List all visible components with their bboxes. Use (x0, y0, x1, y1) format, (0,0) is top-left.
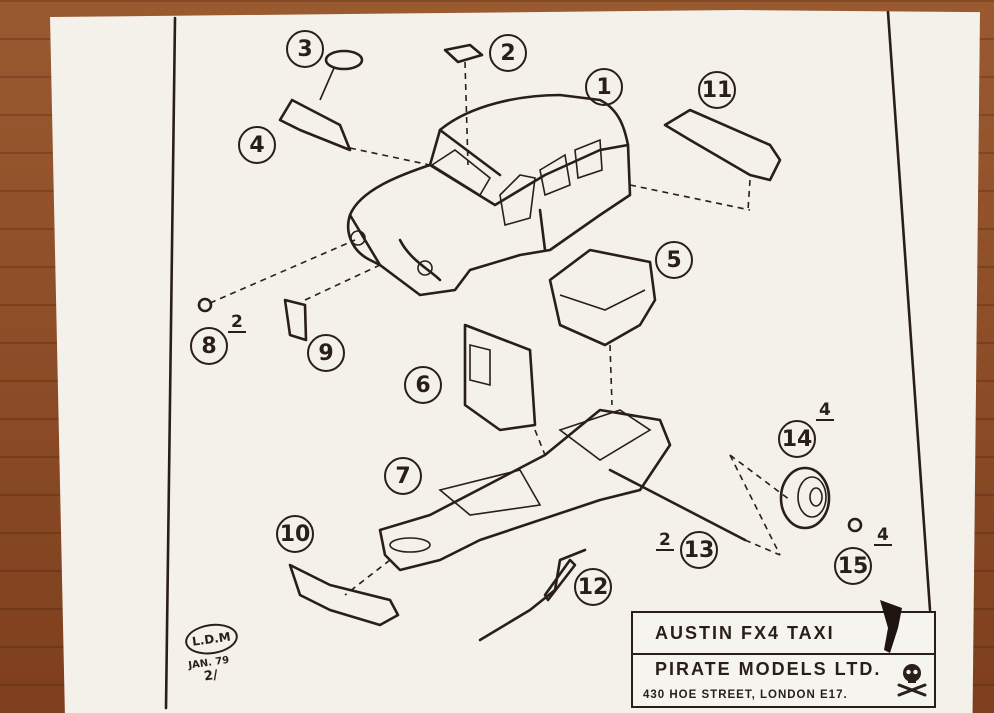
callout-part-7: 7 (384, 457, 422, 495)
quantity-part-8: 2 (228, 313, 246, 333)
title-block: AUSTIN FX4 TAXI PIRATE MODELS LTD. 430 H… (631, 611, 936, 708)
quantity-part-13: 2 (656, 531, 674, 551)
callout-part-10: 10 (276, 515, 314, 553)
callout-part-1: 1 (585, 68, 623, 106)
right-margin-line (886, 10, 932, 612)
chassis-part (378, 408, 672, 572)
callout-part-12: 12 (574, 568, 612, 606)
number-plate-part (283, 298, 308, 342)
callout-part-13: 13 (680, 531, 718, 569)
quantity-part-14: 4 (816, 401, 834, 421)
callout-part-6: 6 (404, 366, 442, 404)
initials-text: L.D.M (183, 620, 240, 658)
rear-seat-part (548, 248, 657, 347)
wheel-part (779, 466, 831, 530)
exhaust-part (478, 548, 587, 642)
front-bumper-part (288, 563, 400, 627)
rear-bumper-part (663, 108, 782, 182)
partition-part (463, 323, 537, 432)
maker-name: PIRATE MODELS LTD. (655, 659, 882, 679)
axle-part (608, 468, 747, 542)
callout-part-15: 15 (834, 547, 872, 585)
steering-wheel-part (324, 49, 364, 71)
quantity-part-15: 4 (874, 526, 892, 546)
callout-part-3: 3 (286, 30, 324, 68)
ink-flag-mark (880, 600, 902, 653)
callout-part-4: 4 (238, 126, 276, 164)
callout-part-5: 5 (655, 241, 693, 279)
headlamp-part (197, 297, 213, 313)
callout-part-9: 9 (307, 334, 345, 372)
callout-part-2: 2 (489, 34, 527, 72)
left-margin-line (164, 16, 177, 710)
taxi-body-shell (346, 93, 632, 297)
model-name: AUSTIN FX4 TAXI (633, 613, 934, 655)
callout-part-14: 14 (778, 420, 816, 458)
handwritten-initials: L.D.M JAN. 79 2/ (183, 620, 243, 687)
callout-part-8: 8 (190, 327, 228, 365)
maker-address: 430 HOE STREET, LONDON E17. (643, 689, 848, 701)
hubcap-part (847, 517, 863, 533)
skull-and-crossbones-icon (897, 664, 927, 697)
callout-part-11: 11 (698, 71, 736, 109)
roof-sign-part (443, 43, 484, 64)
dashboard-part (278, 98, 352, 152)
